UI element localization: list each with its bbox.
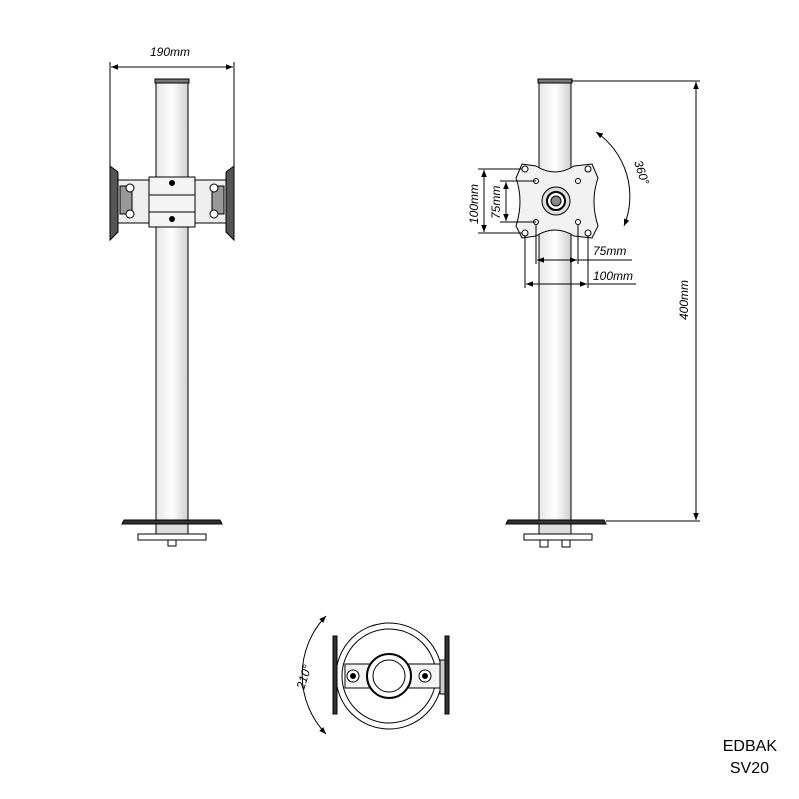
vesa-v-small-label: 75mm (489, 186, 503, 219)
rotation-label: 360° (631, 159, 652, 187)
model-label: SV20 (729, 760, 769, 777)
side-base-plate (505, 519, 607, 525)
front-clamp-plate (137, 533, 207, 541)
top-right-plate (439, 659, 446, 695)
swivel-label: 210° (293, 663, 314, 692)
vesa-v-large-label: 100mm (467, 184, 481, 224)
side-pole (538, 79, 572, 523)
front-pole (155, 79, 189, 521)
vesa-h-small-label: 75mm (593, 244, 626, 258)
side-clamp-plate (523, 533, 593, 541)
vesa-h-large-label: 100mm (593, 269, 633, 283)
rotation-arc (595, 131, 631, 227)
swivel-arc (301, 615, 327, 735)
front-left-plate (109, 165, 119, 242)
top-left-plate (332, 635, 338, 715)
brand-label: EDBAK (722, 738, 777, 755)
top-view (301, 615, 450, 735)
height-label: 400mm (677, 280, 691, 320)
front-view (109, 62, 235, 547)
front-base-plate (121, 519, 223, 525)
side-view (478, 78, 700, 548)
front-right-plate (225, 165, 235, 242)
width-label: 190mm (150, 45, 190, 59)
